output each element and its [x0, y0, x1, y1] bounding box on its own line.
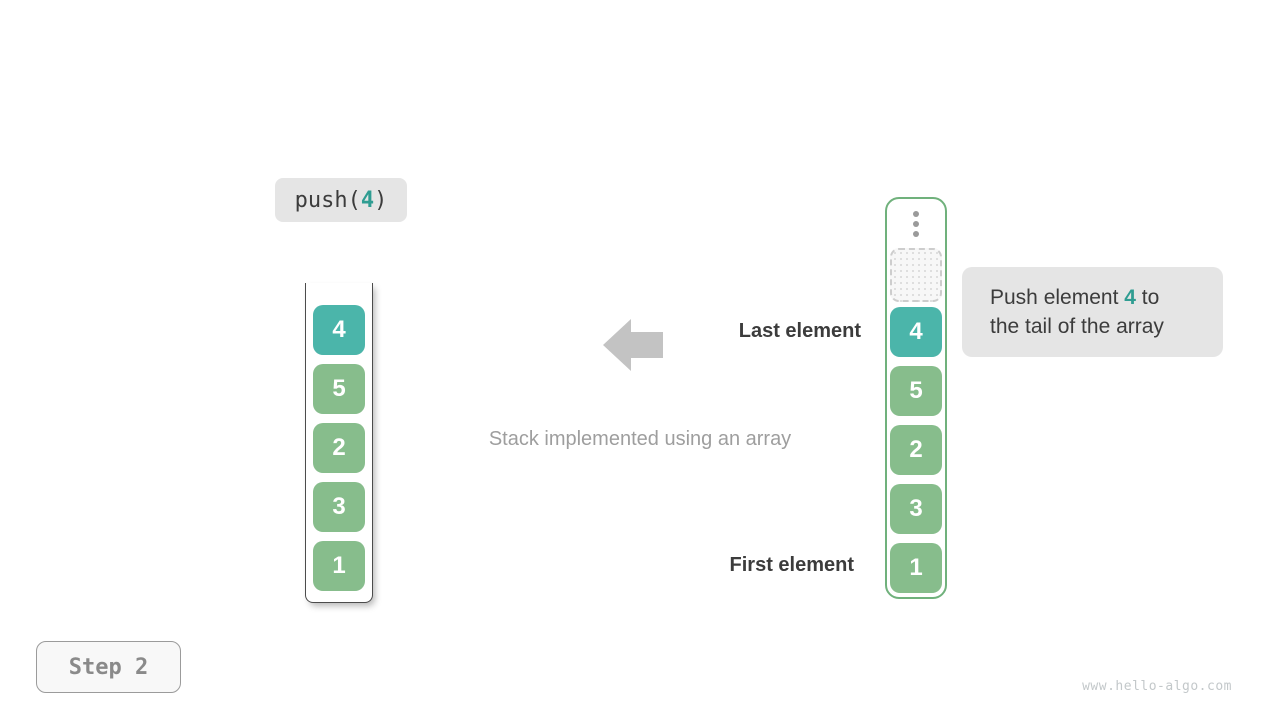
- last-element-label: Last element: [738, 320, 861, 342]
- push-operation-badge: push(4): [275, 178, 407, 222]
- tooltip-line-2: the tail of the array: [990, 315, 1164, 338]
- tooltip-text-before: Push element: [990, 286, 1125, 309]
- array-element: 3: [890, 484, 942, 534]
- push-operation-suffix: ): [374, 187, 388, 213]
- dot: [913, 231, 919, 237]
- array-element: 5: [890, 366, 942, 416]
- push-operation-prefix: push(: [294, 187, 361, 213]
- array-element-pushed: 4: [890, 307, 942, 357]
- tooltip-line-1: Push element 4 to: [990, 283, 1223, 312]
- stack-element: 2: [313, 423, 365, 473]
- step-badge: Step 2: [36, 641, 181, 693]
- array-element: 2: [890, 425, 942, 475]
- left-arrow-icon: [603, 319, 663, 371]
- tooltip-text-after: to: [1135, 286, 1160, 309]
- dot: [913, 221, 919, 227]
- stack-element: 5: [313, 364, 365, 414]
- dot: [913, 211, 919, 217]
- stack-container: 4 5 2 3 1: [305, 283, 373, 603]
- push-tooltip: Push element 4 to the tail of the array: [962, 267, 1223, 357]
- stack-elements: 4 5 2 3 1: [313, 305, 365, 591]
- empty-array-slot: [890, 248, 942, 302]
- stack-element: 3: [313, 482, 365, 532]
- tooltip-highlight-value: 4: [1124, 286, 1136, 309]
- stack-element-top: 4: [313, 305, 365, 355]
- push-operation-value: 4: [360, 187, 375, 213]
- first-element-label: First element: [729, 554, 854, 576]
- array-element: 1: [890, 543, 942, 593]
- watermark: www.hello-algo.com: [1082, 679, 1232, 694]
- array-container: 4 5 2 3 1: [885, 197, 947, 599]
- ellipsis-icon: [913, 211, 919, 237]
- array-elements: 4 5 2 3 1: [890, 307, 942, 593]
- caption-label: Stack implemented using an array: [488, 428, 792, 450]
- stack-element: 1: [313, 541, 365, 591]
